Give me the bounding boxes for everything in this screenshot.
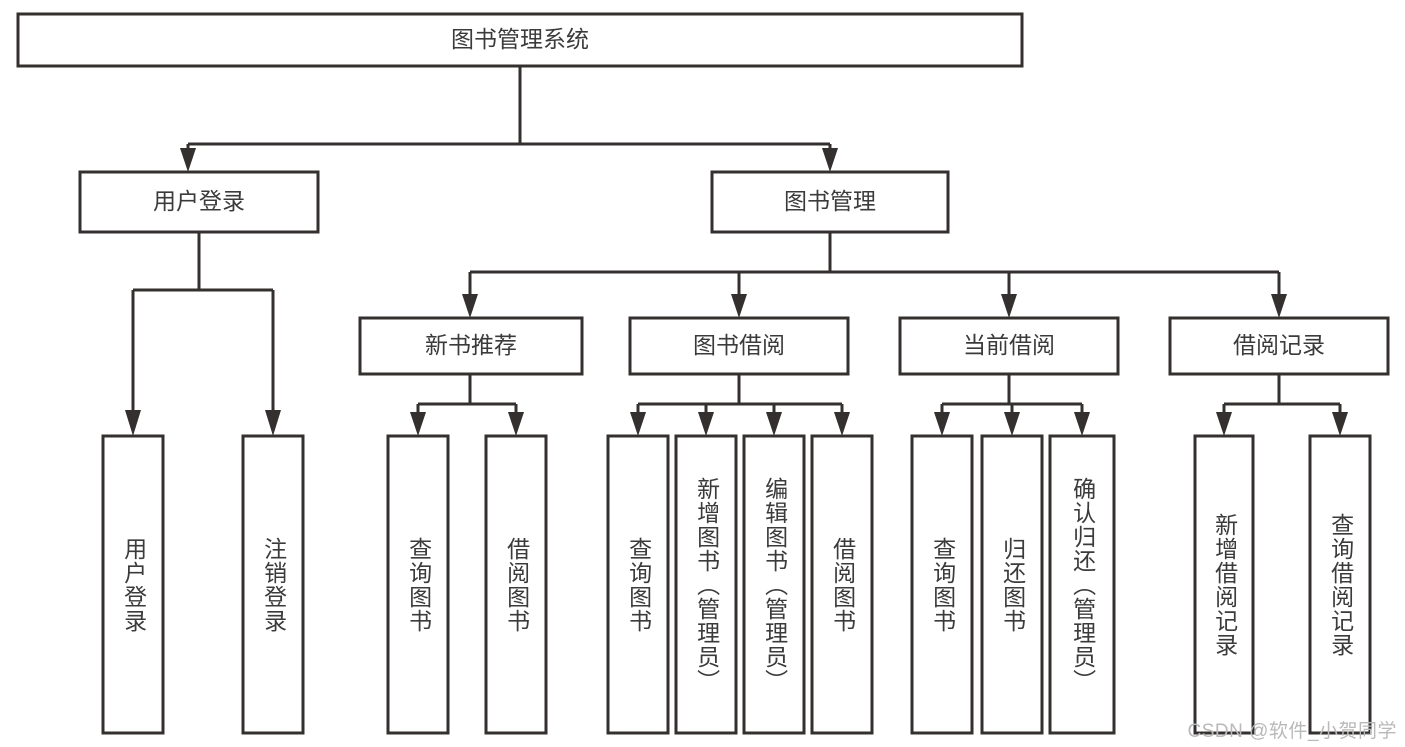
node-box-leaf-edit-book[interactable] <box>742 434 806 735</box>
arrow-head-leaf-query-book-current <box>934 412 950 436</box>
node-label-leaf-edit-book: 编辑图书（管理员） <box>761 476 788 693</box>
node-box-leaf-borrow-book[interactable] <box>810 434 874 735</box>
node-label-leaf-logout: 注销登录 <box>260 536 287 633</box>
node-label-leaf-add-record: 新增借阅记录 <box>1211 512 1238 657</box>
arrow-head-leaf-query-book-borrow <box>630 412 646 436</box>
arrow-head-leaf-query-book-rec <box>410 412 426 436</box>
node-label-leaf-query-book-current: 查询图书 <box>929 536 956 633</box>
arrow-head-user-login <box>180 148 196 172</box>
arrow-head-leaf-add-record <box>1216 412 1232 436</box>
node-box-leaf-query-record[interactable] <box>1308 434 1372 735</box>
connector-group-borrow-record <box>1216 374 1348 436</box>
node-label-current-borrow: 当前借阅 <box>963 332 1055 358</box>
node-label-leaf-borrow-book-rec: 借阅图书 <box>503 536 530 633</box>
node-box-new-book-rec[interactable] <box>358 316 584 376</box>
arrow-head-leaf-add-book <box>698 412 714 436</box>
node-box-leaf-return-book[interactable] <box>980 434 1044 735</box>
node-box-leaf-query-book-current[interactable] <box>910 434 974 735</box>
node-box-leaf-logout[interactable] <box>241 434 305 735</box>
arrow-head-new-book-rec <box>462 294 478 318</box>
node-label-user-login: 用户登录 <box>153 188 245 214</box>
arrow-head-borrow-record <box>1271 294 1287 318</box>
node-box-leaf-confirm-return[interactable] <box>1048 434 1116 735</box>
node-label-root: 图书管理系统 <box>451 26 589 52</box>
node-box-current-borrow[interactable] <box>898 316 1120 376</box>
node-box-book-manage[interactable] <box>710 170 950 234</box>
connector-group-new-book-rec <box>410 374 524 436</box>
csdn-watermark: CSDN @软件_小贺同学 <box>1187 721 1397 742</box>
node-box-leaf-add-book[interactable] <box>674 434 738 735</box>
arrow-head-leaf-borrow-book-rec <box>508 412 524 436</box>
node-label-leaf-query-book-rec: 查询图书 <box>405 536 432 633</box>
arrow-head-leaf-confirm-return <box>1074 412 1090 436</box>
connector-group-user-login <box>125 232 281 436</box>
node-box-book-borrow[interactable] <box>628 316 850 376</box>
node-label-leaf-user-login: 用户登录 <box>120 536 147 633</box>
node-label-leaf-return-book: 归还图书 <box>999 536 1026 633</box>
node-box-leaf-user-login[interactable] <box>101 434 165 735</box>
node-box-root[interactable] <box>16 12 1024 68</box>
node-box-leaf-add-record[interactable] <box>1193 434 1255 735</box>
arrow-head-leaf-return-book <box>1004 412 1020 436</box>
node-label-leaf-query-record: 查询借阅记录 <box>1327 512 1354 657</box>
node-label-borrow-record: 借阅记录 <box>1233 332 1325 358</box>
arrow-head-leaf-query-record <box>1332 412 1348 436</box>
node-label-new-book-rec: 新书推荐 <box>425 332 517 358</box>
node-box-borrow-record[interactable] <box>1168 316 1390 376</box>
arrow-head-leaf-borrow-book <box>834 412 850 436</box>
node-box-leaf-query-book-borrow[interactable] <box>606 434 670 735</box>
arrow-head-leaf-user-login <box>125 410 141 436</box>
connector-group-root <box>180 66 838 172</box>
arrow-head-current-borrow <box>1001 294 1017 318</box>
node-box-user-login[interactable] <box>78 170 320 234</box>
arrow-head-leaf-logout <box>265 410 281 436</box>
node-label-book-manage: 图书管理 <box>784 188 876 214</box>
node-boxes: 图书管理系统 用户登录 图书管理 新书推荐 图书借阅 当前借阅 借阅记录 <box>16 12 1390 735</box>
connector-group-book-manage <box>462 232 1287 318</box>
node-box-leaf-borrow-book-rec[interactable] <box>484 434 548 735</box>
node-label-leaf-query-book-borrow: 查询图书 <box>625 536 652 633</box>
node-label-leaf-borrow-book: 借阅图书 <box>829 536 856 633</box>
node-box-leaf-query-book-rec[interactable] <box>386 434 450 735</box>
node-label-leaf-add-book: 新增图书（管理员） <box>693 476 720 693</box>
node-label-leaf-confirm-return: 确认归还（管理员） <box>1069 476 1096 693</box>
connector-group-current-borrow <box>934 374 1090 436</box>
node-label-book-borrow: 图书借阅 <box>693 332 785 358</box>
arrow-head-leaf-edit-book <box>766 412 782 436</box>
connector-group-book-borrow <box>630 374 850 436</box>
arrow-head-book-borrow <box>731 294 747 318</box>
arrow-head-book-manage <box>822 148 838 172</box>
